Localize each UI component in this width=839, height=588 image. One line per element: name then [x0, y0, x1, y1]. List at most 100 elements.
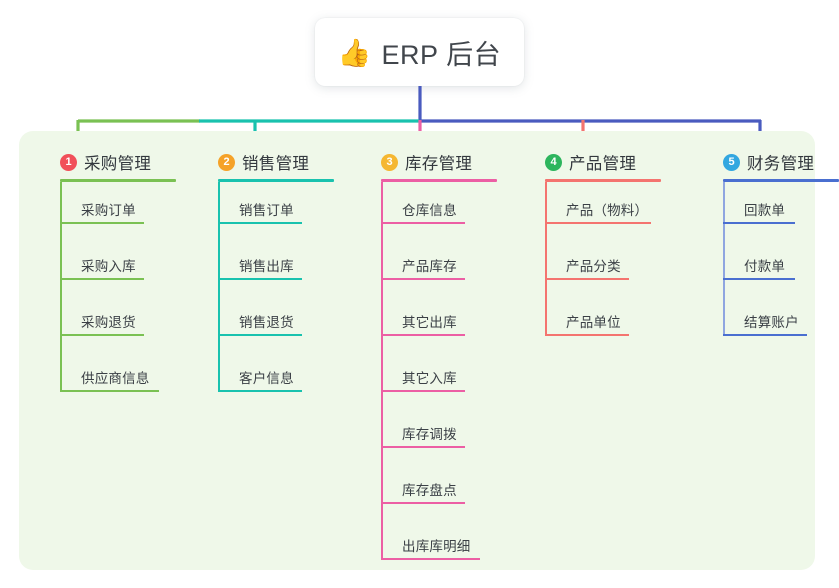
module-item-label: 仓库信息 [402, 202, 457, 218]
module-title: 销售管理 [242, 155, 310, 173]
module-item-rule [545, 333, 629, 336]
module-column-3: 3 库存管理仓库信息产品库存其它出库其它入库库存调拨库存盘点出库库明细 [363, 145, 497, 560]
module-item-rule [218, 277, 302, 280]
module-item-rule [60, 221, 144, 224]
module-item-label: 出库库明细 [402, 538, 471, 554]
module-item-rule [381, 277, 465, 280]
module-item-label: 其它入库 [402, 370, 457, 386]
module-item-label: 采购退货 [81, 314, 136, 330]
module-item-label: 采购入库 [81, 258, 136, 274]
module-header-5[interactable]: 5 财务管理 [705, 145, 839, 179]
module-item-label: 产品库存 [402, 258, 457, 274]
module-header-1[interactable]: 1 采购管理 [42, 145, 176, 179]
module-item[interactable]: 产品分类 [545, 224, 661, 280]
module-item[interactable]: 其它入库 [381, 336, 497, 392]
module-header-3[interactable]: 3 库存管理 [363, 145, 497, 179]
module-item-label: 产品分类 [566, 258, 621, 274]
module-number-badge: 1 [60, 153, 77, 171]
module-items: 产品（物料） 产品分类产品单位 [545, 181, 661, 336]
module-item-rule [218, 389, 302, 392]
module-spine [381, 181, 383, 560]
module-item[interactable]: 产品单位 [545, 280, 661, 336]
module-number-badge: 5 [723, 153, 740, 171]
module-title: 财务管理 [747, 155, 815, 173]
module-header-rule [218, 179, 334, 182]
module-item-rule [218, 221, 302, 224]
module-item-label: 结算账户 [744, 314, 799, 330]
module-item-rule [381, 389, 465, 392]
module-item-label: 付款单 [744, 258, 786, 274]
module-item-label: 采购订单 [81, 202, 136, 218]
module-item[interactable]: 销售退货 [218, 280, 334, 336]
module-item-rule [218, 333, 302, 336]
module-number-badge: 3 [381, 153, 398, 171]
module-item-label: 产品单位 [566, 314, 621, 330]
module-items: 销售订单销售出库销售退货客户信息 [218, 181, 334, 392]
module-item[interactable]: 采购入库 [60, 224, 176, 280]
module-item-rule [381, 333, 465, 336]
module-column-2: 2 销售管理销售订单销售出库销售退货客户信息 [200, 145, 334, 392]
module-item-label: 库存调拨 [402, 426, 457, 442]
module-title: 库存管理 [405, 155, 473, 173]
module-item-label: 库存盘点 [402, 482, 457, 498]
module-item-rule [723, 277, 795, 280]
module-item-label: 销售出库 [239, 258, 294, 274]
module-item-label: 销售订单 [239, 202, 294, 218]
module-item-rule [60, 389, 159, 392]
module-item-rule [723, 333, 807, 336]
module-spine [723, 181, 725, 336]
module-item[interactable]: 出库库明细 [381, 504, 497, 560]
module-item-rule [723, 221, 795, 224]
module-item[interactable]: 产品库存 [381, 224, 497, 280]
module-item-rule [545, 277, 629, 280]
module-header-rule [60, 179, 176, 182]
module-item[interactable]: 其它出库 [381, 280, 497, 336]
module-item[interactable]: 销售出库 [218, 224, 334, 280]
module-items: 回款单付款单结算账户 [723, 181, 839, 336]
module-spine [545, 181, 547, 336]
module-item-rule [381, 221, 465, 224]
module-item-label: 客户信息 [239, 370, 294, 386]
module-item-label: 回款单 [744, 202, 786, 218]
module-item-rule [381, 557, 480, 560]
module-header-rule [545, 179, 661, 182]
module-column-1: 1 采购管理采购订单采购入库采购退货供应商信息 [42, 145, 176, 392]
module-item[interactable]: 库存调拨 [381, 392, 497, 448]
module-item[interactable]: 回款单 [723, 182, 839, 224]
module-item-rule [60, 277, 144, 280]
module-item-label: 销售退货 [239, 314, 294, 330]
module-header-2[interactable]: 2 销售管理 [200, 145, 334, 179]
thumbs-up-icon: 👍 [337, 37, 372, 68]
module-item-label: 产品（物料） [566, 202, 649, 218]
module-spine [218, 181, 220, 392]
root-node-erp-backend[interactable]: 👍 ERP 后台 [315, 18, 524, 86]
module-column-4: 4 产品管理产品（物料） 产品分类产品单位 [527, 145, 661, 336]
module-title: 采购管理 [84, 155, 152, 173]
module-number-badge: 4 [545, 153, 562, 171]
module-spine [60, 181, 62, 392]
module-item[interactable]: 销售订单 [218, 182, 334, 224]
module-item[interactable]: 采购退货 [60, 280, 176, 336]
module-item[interactable]: 产品（物料） [545, 182, 661, 224]
module-item-rule [381, 445, 465, 448]
module-item[interactable]: 付款单 [723, 224, 839, 280]
module-header-4[interactable]: 4 产品管理 [527, 145, 661, 179]
module-title: 产品管理 [569, 155, 637, 173]
module-column-5: 5 财务管理回款单付款单结算账户 [705, 145, 839, 336]
module-header-rule [381, 179, 497, 182]
module-item[interactable]: 采购订单 [60, 182, 176, 224]
module-number-badge: 2 [218, 153, 235, 171]
module-item[interactable]: 结算账户 [723, 280, 839, 336]
module-item-rule [381, 501, 465, 504]
module-item[interactable]: 客户信息 [218, 336, 334, 392]
module-item[interactable]: 供应商信息 [60, 336, 176, 392]
module-item-rule [545, 221, 651, 224]
module-item-rule [60, 333, 144, 336]
module-item[interactable]: 仓库信息 [381, 182, 497, 224]
module-items: 采购订单采购入库采购退货供应商信息 [60, 181, 176, 392]
module-item-label: 其它出库 [402, 314, 457, 330]
module-item[interactable]: 库存盘点 [381, 448, 497, 504]
module-header-rule [723, 179, 839, 182]
modules-panel [19, 131, 815, 570]
